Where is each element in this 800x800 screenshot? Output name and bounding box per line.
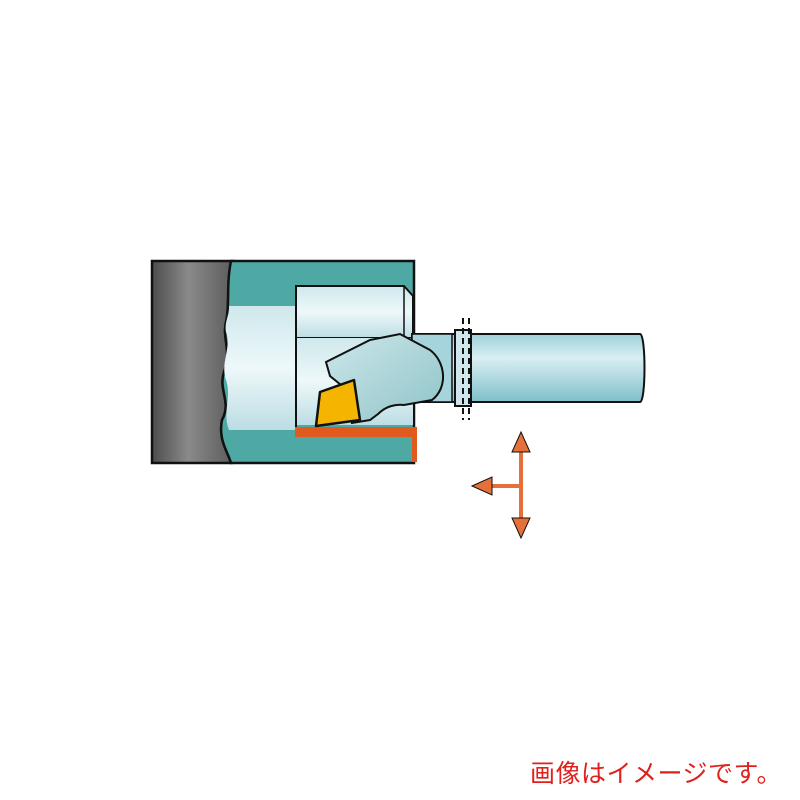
cut-surface — [295, 427, 417, 462]
boring-bar — [314, 318, 646, 428]
image-disclaimer-caption: 画像はイメージです。 — [529, 759, 782, 788]
feed-direction-arrows — [470, 430, 531, 540]
bore-channel — [224, 306, 296, 430]
inner-bore — [295, 285, 414, 339]
tool-head-shoulder — [399, 333, 444, 401]
cutting-insert — [314, 378, 362, 428]
